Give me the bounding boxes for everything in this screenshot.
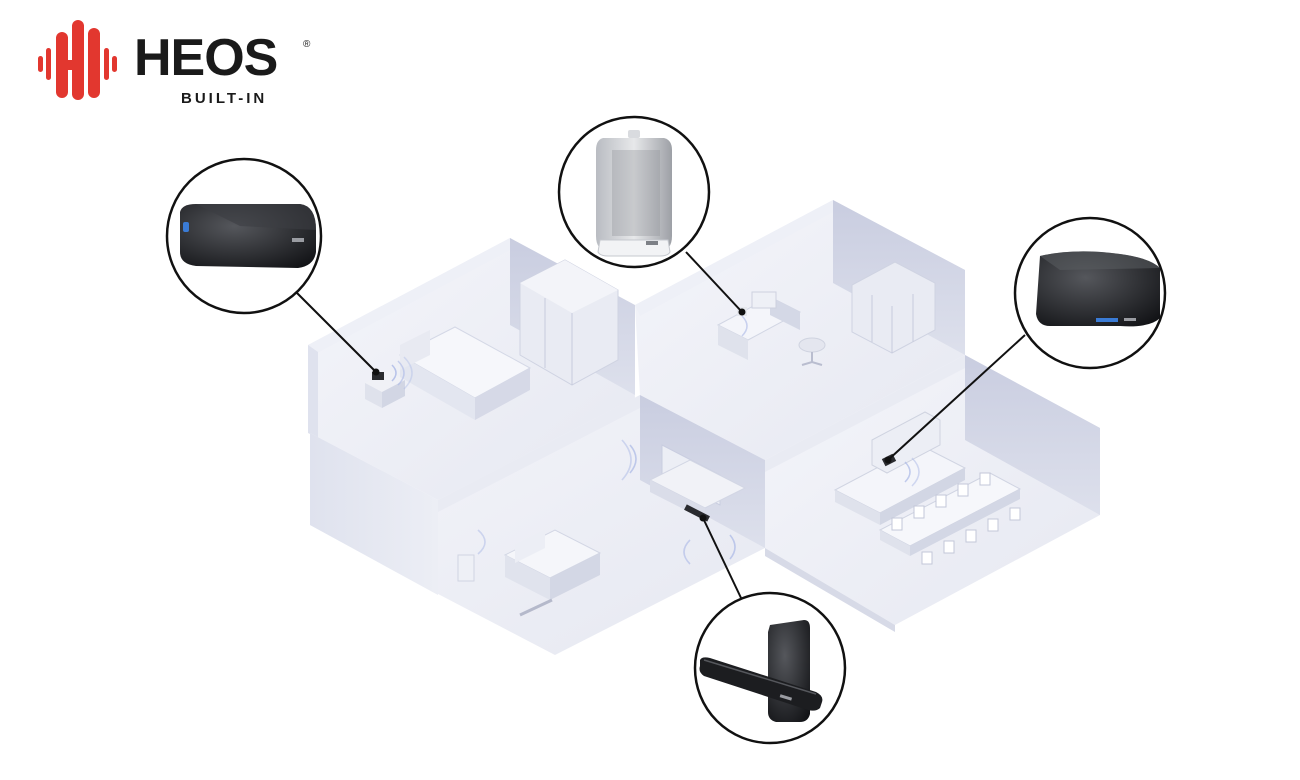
callout-soundbar-subwoofer bbox=[693, 591, 847, 745]
speaker-large-icon bbox=[1036, 251, 1160, 327]
logo-wordmark: HEOS bbox=[134, 29, 278, 87]
home-office bbox=[635, 200, 965, 460]
callout-wireless-speaker-large bbox=[1013, 216, 1167, 370]
logo-registered-mark: ® bbox=[303, 39, 311, 50]
living-room bbox=[310, 395, 765, 655]
heos-logo-icon bbox=[38, 20, 117, 100]
callout-portable-speaker bbox=[557, 115, 711, 269]
speaker-portable-icon bbox=[596, 130, 672, 257]
connector-dots bbox=[372, 308, 892, 522]
logo-tagline: BUILT-IN bbox=[181, 90, 268, 107]
soundbar-subwoofer-icon bbox=[699, 620, 823, 722]
speaker-small-icon bbox=[180, 204, 316, 268]
heos-logo: HEOS ® BUILT-IN bbox=[36, 18, 326, 113]
bedroom bbox=[308, 238, 635, 500]
callout-wireless-speaker-small bbox=[165, 157, 323, 315]
connector-lines bbox=[295, 251, 1026, 601]
